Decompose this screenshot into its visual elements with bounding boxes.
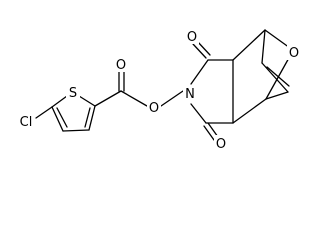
bond-c4-obridge xyxy=(264,29,291,49)
bond-c2-c3 xyxy=(88,105,96,131)
atom-imide-carbonyl-oxygen-bottom: O xyxy=(214,135,228,152)
bond-n-c-top xyxy=(190,59,209,85)
atom-chlorine: Cl xyxy=(17,113,35,130)
bond-c3-c4 xyxy=(62,129,90,132)
bond-cl-c5 xyxy=(35,106,53,119)
bond-carbonyl-olink xyxy=(120,90,148,107)
bond-c3a-c4 xyxy=(232,29,266,61)
bond-c4-c5 xyxy=(51,106,64,132)
bond-c6-c7 xyxy=(265,91,289,100)
bond-s-c2 xyxy=(78,95,96,107)
atom-imide-nitrogen: N xyxy=(183,85,197,102)
label-chlorine: Cl xyxy=(20,115,33,130)
label-thiophene-sulfur: S xyxy=(69,86,77,101)
bond-c4-c5-inner xyxy=(56,107,68,128)
bond-olink-n xyxy=(160,90,184,107)
atom-imide-carbonyl-oxygen-top: O xyxy=(185,28,199,45)
chemical-structure: Cl S O O N O O O xyxy=(17,28,301,152)
atom-ester-carbonyl-oxygen: O xyxy=(114,56,128,73)
bond-ctop-o-a xyxy=(192,43,207,59)
bond-c5-s xyxy=(51,95,68,108)
bond-c5-c6 xyxy=(261,62,289,93)
label-imide-carbonyl-oxygen-bottom: O xyxy=(216,137,226,152)
bond-cbottom-o-b xyxy=(207,122,219,138)
atom-bridge-oxygen: O xyxy=(287,44,301,61)
bond-ctop-o-b xyxy=(196,40,211,56)
label-imide-carbonyl-oxygen-top: O xyxy=(187,30,197,45)
bonds xyxy=(35,29,291,141)
label-bridge-oxygen: O xyxy=(289,46,299,61)
label-ester-carbonyl-oxygen: O xyxy=(116,58,126,73)
bond-c2-c3-inner xyxy=(84,107,91,128)
atom-ester-link-oxygen: O xyxy=(147,99,161,116)
label-imide-nitrogen: N xyxy=(185,87,195,102)
label-ester-link-oxygen: O xyxy=(149,101,159,116)
bond-c2-carbonyl xyxy=(94,90,122,107)
bond-obridge-c7 xyxy=(265,55,291,100)
bond-cbottom-o-a xyxy=(203,125,215,141)
atom-labels: Cl S O O N O O O xyxy=(17,28,301,152)
atom-thiophene-sulfur: S xyxy=(66,84,80,101)
bond-c4-c5 xyxy=(261,29,266,64)
bond-n-c-bottom xyxy=(190,103,207,124)
bond-c7a-c7 xyxy=(232,98,267,124)
